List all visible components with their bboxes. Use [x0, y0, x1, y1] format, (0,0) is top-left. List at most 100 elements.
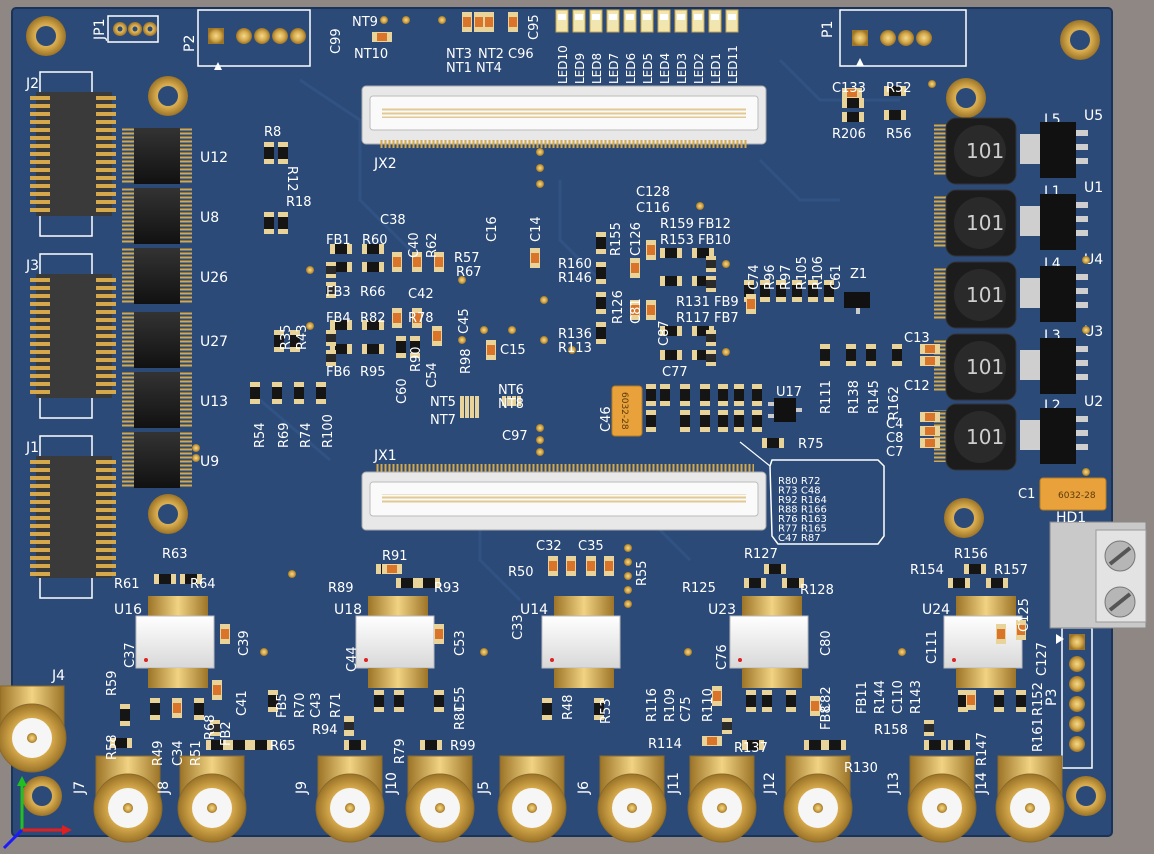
resistor-body	[718, 415, 728, 427]
regulator-pin	[1076, 144, 1088, 150]
connector-pin	[96, 524, 116, 528]
resistor-body	[115, 738, 127, 748]
r78-label: R78	[408, 311, 434, 326]
r48-label: R48	[561, 694, 576, 720]
via	[536, 180, 544, 188]
via	[480, 326, 488, 334]
resistor-body	[697, 350, 709, 360]
led-lens	[609, 14, 617, 20]
via	[480, 648, 488, 656]
regulator-tab	[1020, 134, 1042, 164]
c42-label: C42	[408, 287, 434, 302]
nt7-label: NT7	[430, 413, 456, 428]
regulator-label: U5	[1084, 108, 1103, 124]
connector-pin	[30, 152, 50, 156]
resistor-body	[233, 740, 245, 750]
via	[684, 648, 692, 656]
jp1-header	[107, 15, 159, 43]
regulator-pin	[1076, 130, 1088, 136]
r75-label: R75	[798, 437, 824, 452]
led-lens	[677, 14, 685, 20]
resistor-body	[697, 326, 709, 336]
regulator-tab	[1020, 278, 1042, 308]
regulator-pin	[1076, 430, 1088, 436]
resistor-body	[349, 740, 361, 750]
connector-pin	[96, 120, 116, 124]
sma-label: J4	[51, 668, 65, 684]
r81-label: R81	[453, 704, 468, 730]
jx2-connector	[361, 85, 767, 148]
j3-label: J3	[25, 258, 39, 274]
via	[192, 444, 200, 452]
sma-pin	[123, 803, 133, 813]
resistor-body	[752, 415, 762, 427]
regulator-label: U1	[1084, 180, 1103, 196]
callout-line: R76 R163	[778, 514, 827, 525]
capacitor-body	[631, 305, 639, 315]
connector-pin	[30, 342, 50, 346]
connector-pin	[30, 136, 50, 140]
connector-pin	[96, 112, 116, 116]
led-label: LED2	[692, 53, 706, 84]
r82-label: R82	[360, 311, 386, 326]
fb7-label: FB7	[714, 311, 739, 326]
resistor-body	[700, 389, 710, 401]
r43-label: R43	[295, 324, 310, 350]
resistor-body	[596, 297, 606, 309]
resistor-body	[396, 341, 406, 353]
r66-label: R66	[360, 285, 386, 300]
regulator-body	[1040, 266, 1076, 322]
inductor-core	[954, 341, 1006, 393]
sma-pin	[345, 803, 355, 813]
sma-label: J14	[974, 772, 990, 795]
r144-label: R144	[873, 680, 888, 714]
axis-triad	[2, 776, 72, 850]
connector-pin	[96, 500, 116, 504]
p1-header	[839, 9, 967, 67]
resistor-body	[264, 217, 274, 229]
r62-label: R62	[425, 232, 440, 258]
c14-label: C14	[529, 216, 544, 242]
resistor-body	[892, 349, 902, 361]
led-lens	[643, 14, 651, 20]
c38-label: C38	[380, 213, 406, 228]
resistor-body	[847, 98, 859, 108]
ic-body	[134, 312, 180, 368]
connector-pin	[96, 128, 116, 132]
via	[260, 648, 268, 656]
resistor-body	[953, 740, 965, 750]
net-tie	[507, 396, 511, 406]
sma-label: J13	[886, 772, 902, 795]
connector-pin	[96, 564, 116, 568]
capacitor-body	[997, 629, 1005, 639]
r130-label: R130	[844, 761, 878, 776]
mounting-hole-center	[1076, 786, 1096, 806]
r154-label: R154	[910, 563, 944, 578]
capacitor-body	[1017, 625, 1025, 635]
connector-pin	[30, 556, 50, 560]
regulator-pin	[1076, 346, 1088, 352]
r70-label: R70	[293, 692, 308, 718]
connector-pin	[96, 200, 116, 204]
r52-label: R52	[886, 81, 912, 96]
r160-label: R160	[558, 257, 592, 272]
r113-label: R113	[558, 341, 592, 356]
connector-pin	[30, 508, 50, 512]
capacitor-body	[707, 737, 717, 745]
amp-pin1	[364, 658, 368, 662]
sma-pin	[813, 803, 823, 813]
chip-label: U26	[200, 270, 228, 286]
led	[691, 9, 705, 33]
capacitor-body	[631, 263, 639, 273]
resistor-body	[767, 438, 779, 448]
regulator-body	[1040, 338, 1076, 394]
resistor-body	[769, 564, 781, 574]
ferrite-body	[326, 354, 336, 362]
via	[536, 436, 544, 444]
fb9-label: FB9	[714, 295, 739, 310]
resistor-body	[410, 341, 420, 353]
r159-label: R159	[660, 217, 694, 232]
c1-marking: 6032-28	[1058, 491, 1096, 501]
